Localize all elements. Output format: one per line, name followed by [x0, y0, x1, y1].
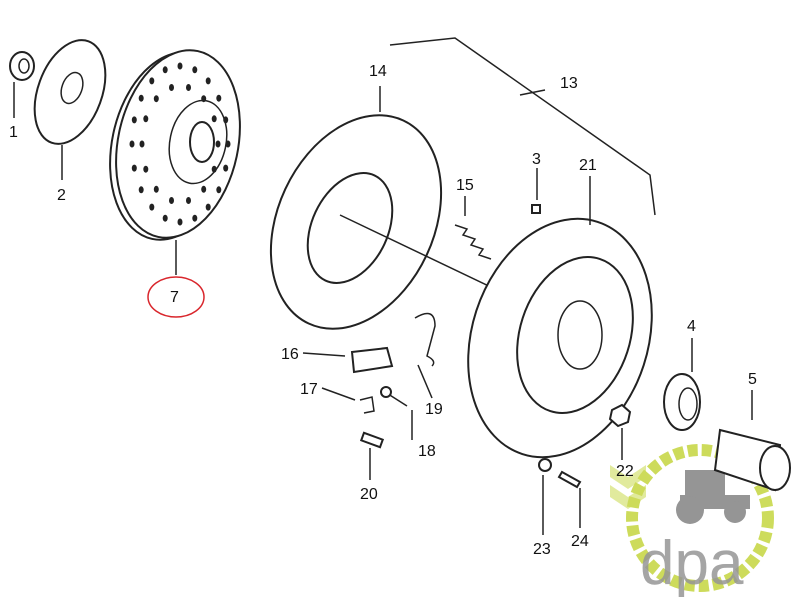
- disc-hole: [186, 197, 191, 204]
- disc-hole: [162, 214, 168, 222]
- disc-hole: [225, 140, 231, 148]
- label-14[interactable]: 14: [369, 63, 387, 80]
- disc-hole: [131, 164, 137, 172]
- label-18[interactable]: 18: [418, 443, 436, 460]
- disc-hole: [149, 203, 155, 211]
- disc-hole: [149, 77, 155, 85]
- label-2[interactable]: 2: [57, 187, 66, 204]
- disc-hole: [216, 186, 222, 194]
- part-19-spring-clip[interactable]: [414, 312, 436, 399]
- part-21-clutch-cover[interactable]: [439, 176, 682, 481]
- part-13-assembly-bracket: [389, 37, 656, 216]
- disc-hole: [138, 186, 144, 194]
- disc-hole: [192, 66, 198, 74]
- disc-hole: [211, 115, 217, 123]
- disc-hole: [162, 66, 168, 74]
- disc-hole: [192, 214, 198, 222]
- disc-hole: [139, 140, 145, 148]
- part-18-bolt[interactable]: [380, 386, 413, 440]
- part-labels: 1 2 7 14 13 3 21 15 4 5 16 17 19 18 20 2…: [9, 63, 757, 558]
- label-17[interactable]: 17: [300, 381, 318, 398]
- label-20[interactable]: 20: [360, 486, 378, 503]
- tractor-icon: [676, 470, 750, 524]
- disc-hole: [177, 218, 183, 226]
- part-3-pin[interactable]: [531, 168, 541, 214]
- disc-hole: [201, 95, 207, 103]
- part-23-washer[interactable]: [538, 458, 552, 535]
- part-7-clutch-disc[interactable]: [94, 39, 257, 275]
- wheat-icon: [610, 465, 646, 509]
- part-1-pilot-bearing[interactable]: [9, 51, 35, 118]
- part-16-lever[interactable]: [302, 346, 394, 374]
- part-2-flywheel-plate[interactable]: [21, 30, 118, 180]
- disc-hole: [223, 116, 229, 124]
- disc-hole: [129, 140, 135, 148]
- disc-hole: [211, 165, 217, 173]
- label-3[interactable]: 3: [532, 151, 541, 168]
- label-16[interactable]: 16: [281, 346, 299, 363]
- disc-hole: [138, 94, 144, 102]
- label-19[interactable]: 19: [425, 401, 443, 418]
- part-14-pressure-plate[interactable]: [238, 86, 474, 356]
- label-22[interactable]: 22: [616, 463, 634, 480]
- dpa-watermark-logo: dpa: [610, 444, 774, 598]
- label-13[interactable]: 13: [560, 75, 578, 92]
- label-24[interactable]: 24: [571, 533, 589, 550]
- part-20-pin[interactable]: [359, 431, 385, 480]
- disc-hole: [169, 197, 174, 204]
- disc-hole: [153, 185, 159, 193]
- disc-hole: [143, 165, 149, 173]
- disc-hole: [131, 116, 137, 124]
- part-5-sleeve[interactable]: [713, 390, 791, 492]
- part-24-bolt[interactable]: [557, 470, 582, 528]
- label-1[interactable]: 1: [9, 124, 18, 141]
- highlight-circle: [147, 276, 205, 318]
- label-15[interactable]: 15: [456, 177, 474, 194]
- disc-hole: [205, 203, 211, 211]
- disc-hole: [216, 94, 222, 102]
- disc-hole: [205, 77, 211, 85]
- label-7[interactable]: 7: [170, 289, 179, 306]
- label-23[interactable]: 23: [533, 541, 551, 558]
- label-5[interactable]: 5: [748, 371, 757, 388]
- disc-hole: [169, 84, 174, 91]
- label-21[interactable]: 21: [579, 157, 597, 174]
- part-17-clip[interactable]: [321, 387, 375, 414]
- disc-hole: [153, 95, 159, 103]
- disc-hole: [177, 62, 183, 70]
- label-4[interactable]: 4: [687, 318, 696, 335]
- part-4-release-bearing[interactable]: [663, 338, 701, 431]
- part-13-leader: [519, 89, 546, 96]
- watermark-text: dpa: [640, 529, 744, 598]
- disc-hole: [186, 84, 191, 91]
- part-15-spring[interactable]: [454, 196, 492, 260]
- disc-hole: [201, 185, 207, 193]
- disc-hole: [223, 164, 229, 172]
- part-22-nut[interactable]: [608, 403, 632, 460]
- gear-ring-icon: [626, 444, 774, 592]
- disc-holes: [129, 62, 231, 226]
- disc-hole: [143, 115, 149, 123]
- disc-hole: [215, 140, 221, 148]
